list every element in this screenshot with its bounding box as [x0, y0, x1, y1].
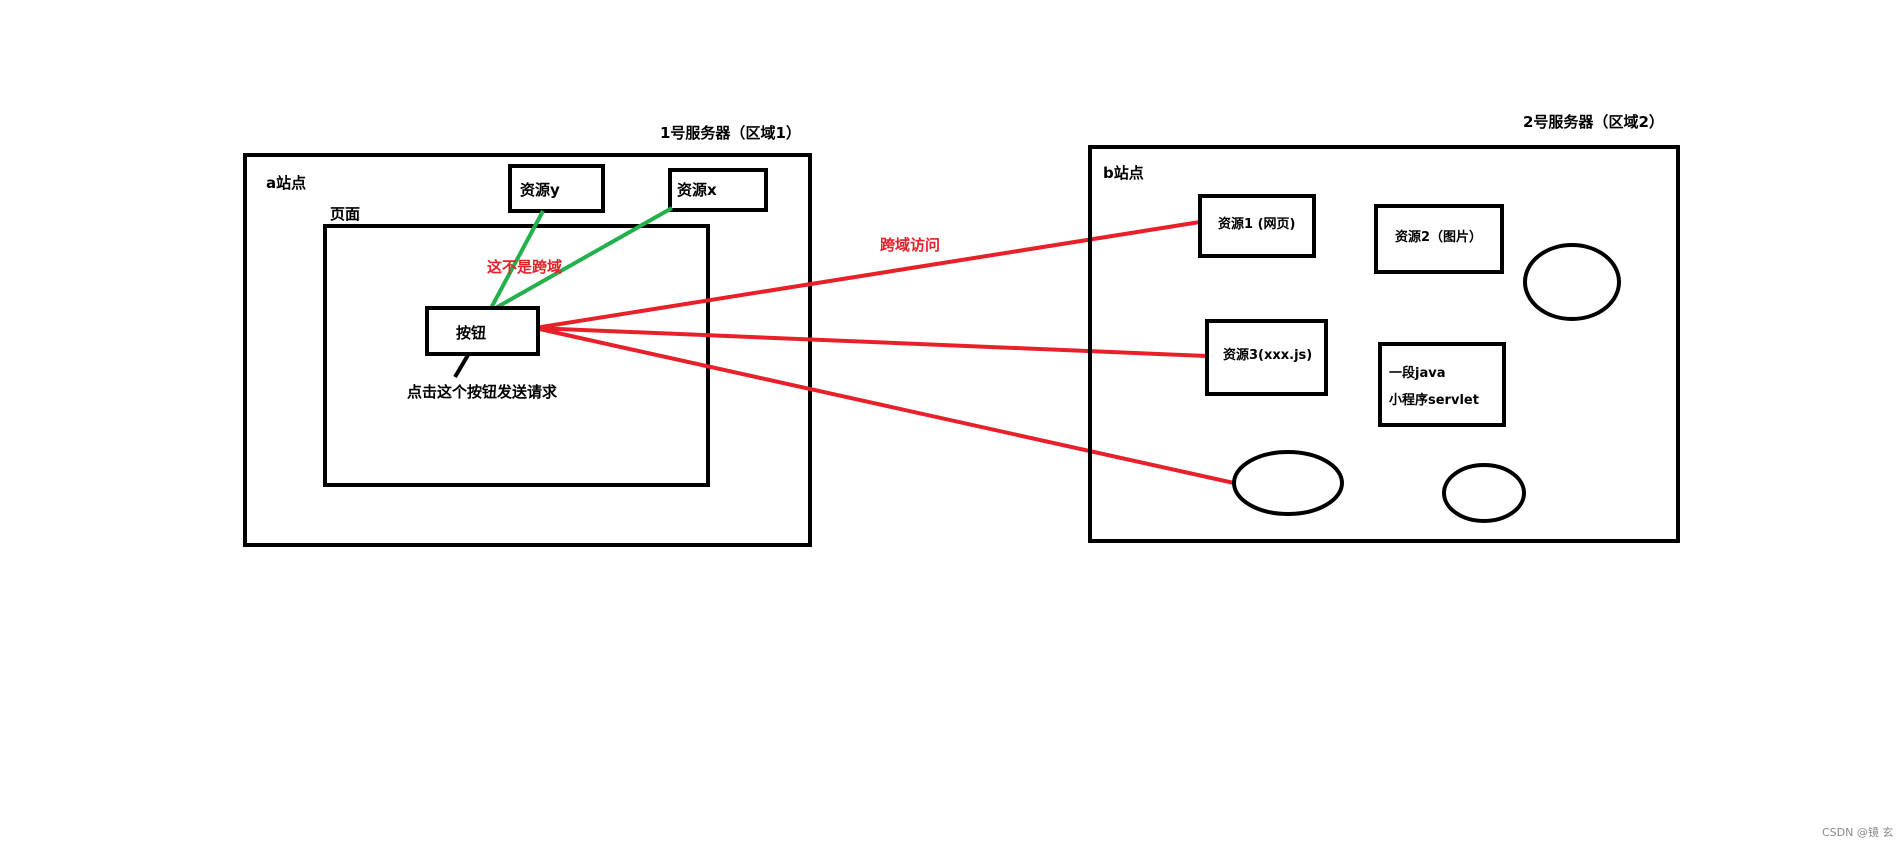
cross-origin-line-to-resource-3 — [534, 326, 1208, 358]
button-note: 点击这个按钮发送请求 — [407, 383, 558, 401]
resource-y-label: 资源y — [520, 181, 560, 199]
site-a-label: a站点 — [266, 174, 306, 192]
resource-y-box — [508, 164, 605, 213]
resource-ellipse-bottom-right — [1442, 463, 1526, 523]
cross-origin-line-to-ellipse — [534, 326, 1235, 485]
button-note-pointer — [453, 353, 470, 379]
resource-x-label: 资源x — [677, 181, 717, 199]
page-label: 页面 — [330, 205, 360, 223]
resource-2-box — [1374, 204, 1504, 274]
server2-label: 2号服务器（区域2） — [1523, 113, 1664, 131]
resource-3-label: 资源3(xxx.js) — [1223, 347, 1312, 363]
resource-3-box — [1205, 319, 1328, 396]
cross-origin-label: 跨域访问 — [880, 236, 940, 254]
server1-label: 1号服务器（区域1） — [660, 124, 801, 142]
site-b-label: b站点 — [1103, 164, 1144, 182]
button-label: 按钮 — [456, 324, 486, 342]
resource-x-box — [668, 168, 768, 212]
same-origin-line-to-resource-y — [488, 210, 545, 311]
site-b-box — [1088, 145, 1680, 543]
page-box — [323, 224, 710, 487]
resource-1-label: 资源1 (网页) — [1218, 216, 1295, 232]
same-origin-line-to-resource-x — [491, 206, 673, 312]
servlet-label-line1: 一段java — [1389, 365, 1445, 381]
button-box — [425, 306, 540, 356]
cross-origin-line-to-resource-1 — [534, 220, 1201, 330]
resource-ellipse-bottom-left — [1232, 450, 1344, 516]
site-a-box — [243, 153, 812, 547]
same-origin-note: 这不是跨域 — [487, 258, 562, 276]
resource-1-box — [1198, 194, 1316, 258]
watermark: CSDN @镜 玄 — [1822, 825, 1893, 839]
servlet-box — [1378, 342, 1506, 427]
resource-2-label: 资源2（图片） — [1395, 229, 1482, 245]
servlet-label-line2: 小程序servlet — [1389, 392, 1479, 408]
resource-ellipse-top-right — [1523, 243, 1621, 321]
